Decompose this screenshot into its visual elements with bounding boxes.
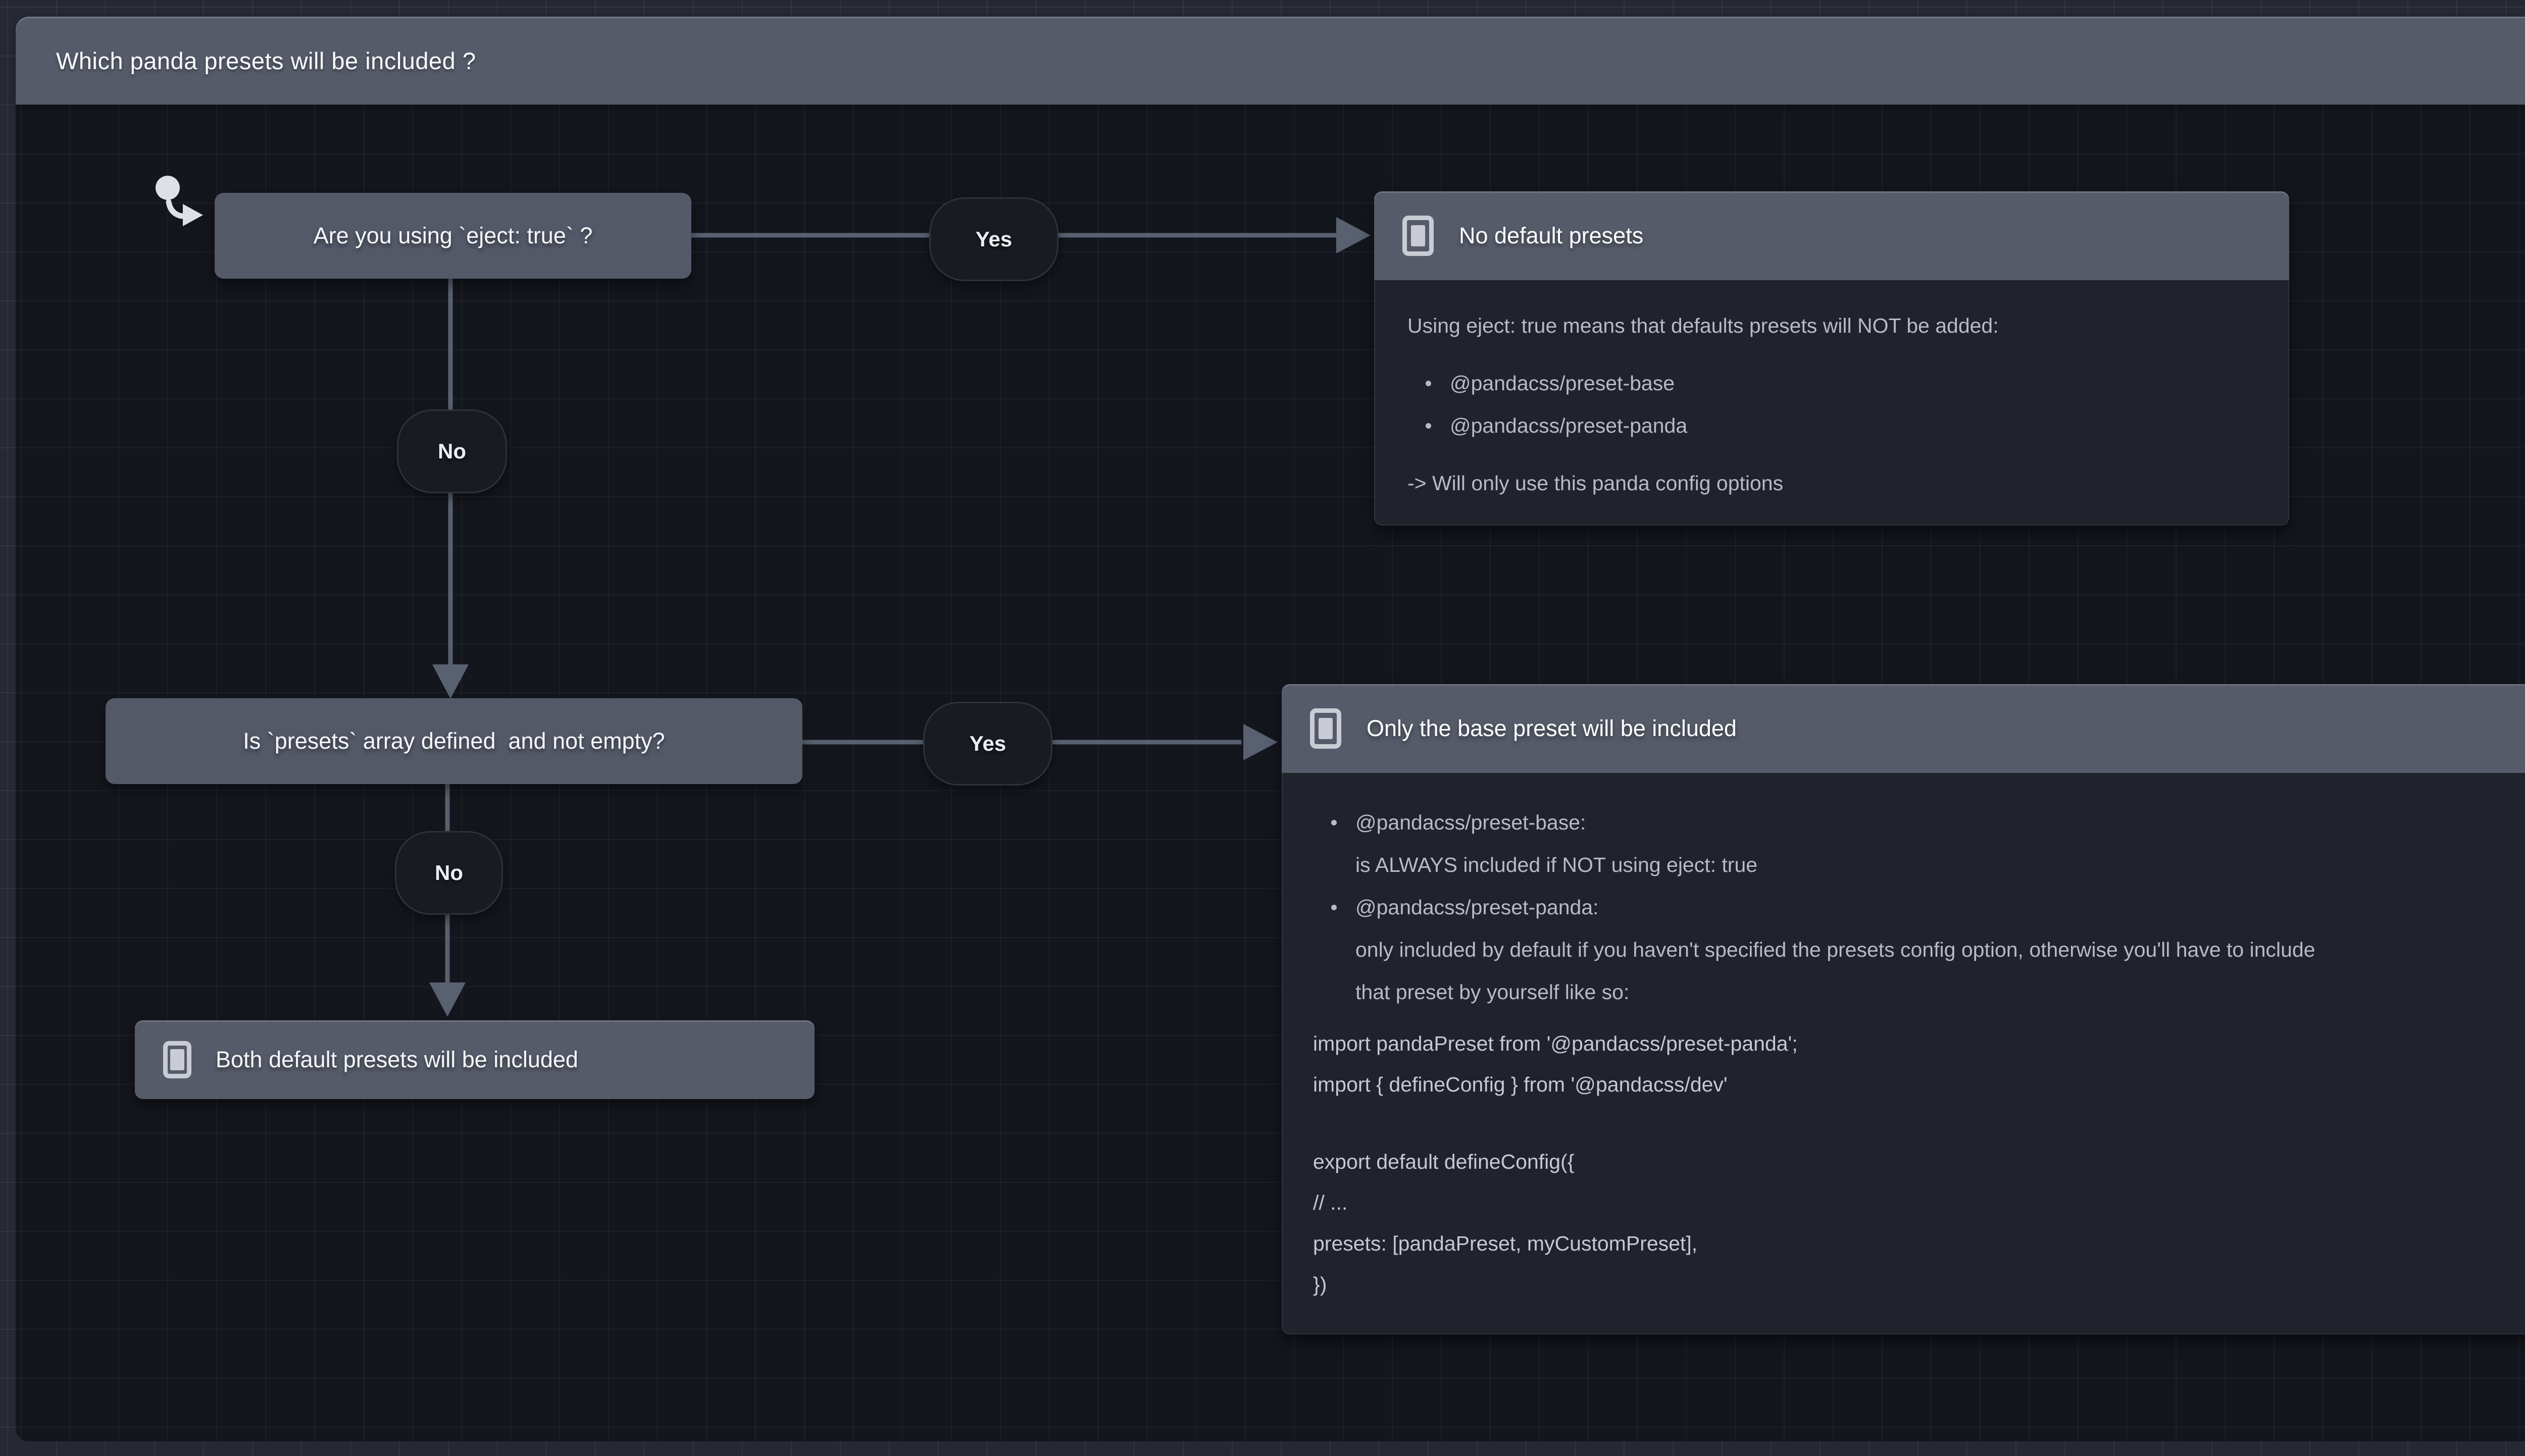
code-line: }) [1313, 1273, 1327, 1296]
canvas-titlebar: Which panda presets will be included ? [16, 17, 2525, 105]
card-header: No default presets [1374, 191, 2289, 280]
arrowhead-q1-yes [1336, 217, 1371, 253]
edge-label-yes-2[interactable]: Yes [923, 702, 1052, 786]
preset-item: @pandacss/preset-base: is ALWAYS include… [1331, 801, 2525, 886]
edge-label-text: No [435, 861, 463, 885]
frame-icon [1310, 708, 1341, 749]
card-intro: Using eject: true means that defaults pr… [1407, 314, 1999, 337]
card-body: @pandacss/preset-base: is ALWAYS include… [1282, 773, 2525, 1334]
preset-desc: only included by default if you haven't … [1355, 938, 2315, 1004]
card-title: No default presets [1459, 223, 1644, 248]
code-line: import pandaPreset from '@pandacss/prese… [1313, 1032, 1798, 1055]
arrowhead-q1-no [432, 664, 469, 699]
arrowhead-q2-no [429, 982, 466, 1017]
preset-name: @pandacss/preset-base: [1355, 811, 1586, 834]
cursor-pointer-icon [156, 176, 203, 226]
arrowhead-q2-yes [1243, 724, 1278, 760]
code-line: presets: [pandaPreset, myCustomPreset], [1313, 1232, 1698, 1255]
preset-item: @pandacss/preset-panda: only included by… [1331, 886, 2525, 1013]
terminal-node-both-presets[interactable]: Both default presets will be included [135, 1020, 815, 1099]
bullet-item: @pandacss/preset-base [1426, 362, 2253, 404]
edge-label-no-1[interactable]: No [397, 409, 507, 493]
edge-label-text: Yes [975, 227, 1013, 251]
question-node-eject[interactable]: Are you using `eject: true` ? [215, 193, 691, 279]
card-header: Only the base preset will be included [1282, 684, 2525, 773]
result-card-no-default[interactable]: No default presets Using eject: true mea… [1374, 191, 2289, 526]
code-line: // ... [1313, 1191, 1348, 1214]
edge-label-yes-1[interactable]: Yes [929, 197, 1058, 281]
question-node-label: Are you using `eject: true` ? [313, 223, 593, 248]
card-title: Only the base preset will be included [1367, 715, 1737, 741]
card-outro: -> Will only use this panda config optio… [1407, 472, 1784, 495]
question-node-label: Is `presets` array defined and not empty… [243, 728, 665, 754]
question-node-presets-array[interactable]: Is `presets` array defined and not empty… [106, 698, 802, 784]
bullet-list: @pandacss/preset-base @pandacss/preset-p… [1407, 362, 2253, 447]
frame-icon [163, 1041, 191, 1078]
card-body: Using eject: true means that defaults pr… [1374, 280, 2289, 526]
result-card-base-only[interactable]: Only the base preset will be included @p… [1282, 684, 2525, 1334]
frame-icon [1402, 216, 1434, 256]
edge-label-text: No [438, 439, 466, 463]
code-line [1313, 1105, 2525, 1141]
preset-name: @pandacss/preset-panda: [1355, 896, 1599, 919]
bullet-item: @pandacss/preset-panda [1426, 404, 2253, 447]
page-title: Which panda presets will be included ? [56, 47, 476, 74]
preset-desc: is ALWAYS included if NOT using eject: t… [1355, 853, 1758, 876]
edge-label-text: Yes [969, 732, 1006, 755]
code-line: import { defineConfig } from '@pandacss/… [1313, 1073, 1728, 1096]
edge-label-no-2[interactable]: No [395, 831, 503, 915]
code-block: import pandaPreset from '@pandacss/prese… [1313, 1023, 2525, 1305]
preset-list: @pandacss/preset-base: is ALWAYS include… [1313, 801, 2525, 1013]
code-line: export default defineConfig({ [1313, 1150, 1575, 1173]
terminal-label: Both default presets will be included [216, 1047, 578, 1072]
